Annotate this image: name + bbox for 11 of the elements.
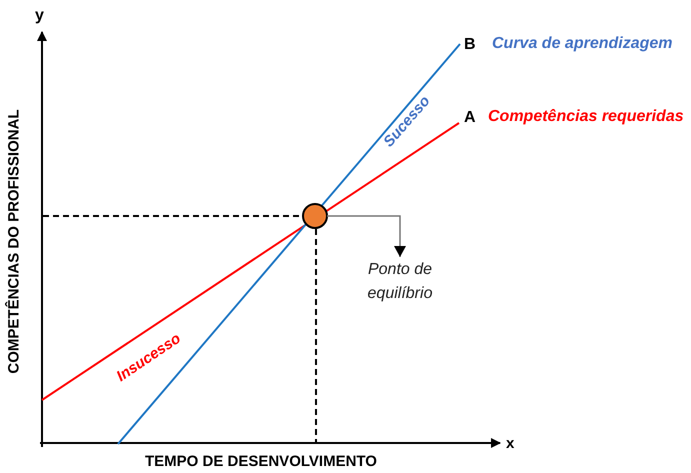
curve-name: Competências requeridas: [488, 109, 684, 125]
elbow-arrow: [327, 215, 406, 257]
axis-title: COMPETÊNCIAS DO PROFISSIONAL: [6, 109, 22, 374]
equilibrium-point: [302, 203, 328, 229]
axis-title: TEMPO DE DESENVOLVIMENTO: [145, 454, 377, 469]
axis-letter: y: [35, 8, 44, 24]
curve-name: Curva de aprendizagem: [492, 36, 672, 52]
axis-letter: x: [506, 436, 514, 451]
point-label: Ponto de equilíbrio: [352, 258, 448, 306]
line-letter: B: [464, 37, 476, 53]
line-letter: A: [464, 110, 476, 126]
